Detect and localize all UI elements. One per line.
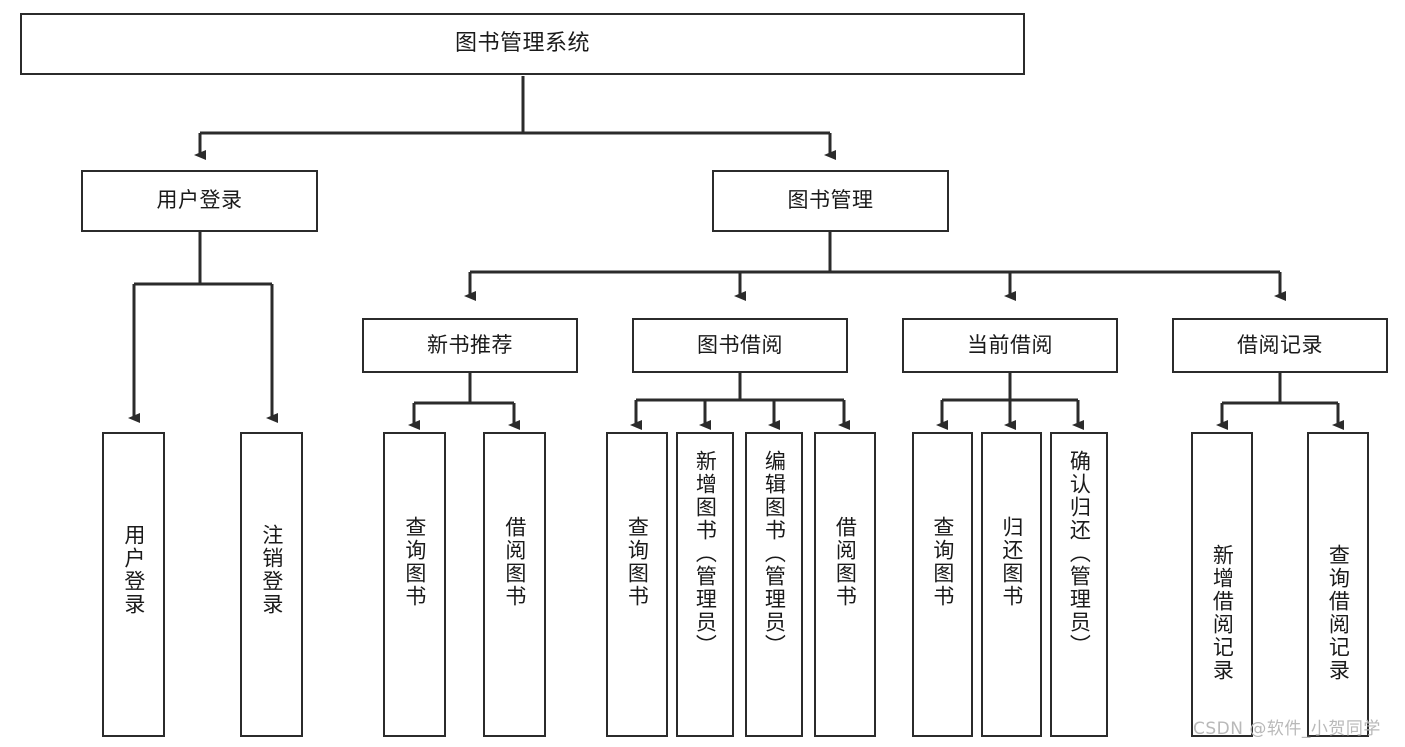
node-label: 查询图书 [930,516,955,608]
csdn-watermark: CSDN @软件_小贺同学 [1193,719,1381,739]
node-book-borrow[interactable]: 图书借阅 [632,318,848,373]
leaf-user-login[interactable]: 用户登录 [102,432,165,737]
node-new-book-recommendation[interactable]: 新书推荐 [362,318,578,373]
leaf-borrow-book-new-rec[interactable]: 借阅图书 [483,432,546,737]
leaf-confirm-return-admin[interactable]: 确认归还（管理员） [1050,432,1108,737]
node-label: 编辑图书（管理员） [762,450,787,657]
leaf-user-logout[interactable]: 注销登录 [240,432,303,737]
node-label: 图书管理系统 [454,30,590,56]
node-label: 借阅记录 [1237,332,1323,357]
node-label: 新增图书（管理员） [693,450,718,657]
node-label: 当前借阅 [967,332,1053,357]
leaf-borrow-book-borrow[interactable]: 借阅图书 [814,432,876,737]
node-label: 查询图书 [402,516,427,608]
leaf-query-book-borrow[interactable]: 查询图书 [606,432,668,737]
node-label: 归还图书 [999,516,1024,608]
leaf-query-book-current[interactable]: 查询图书 [912,432,973,737]
leaf-edit-book-admin[interactable]: 编辑图书（管理员） [745,432,803,737]
node-label: 借阅图书 [502,516,527,608]
node-label: 查询借阅记录 [1326,544,1351,682]
leaf-add-borrow-record[interactable]: 新增借阅记录 [1191,432,1253,737]
node-current-borrow[interactable]: 当前借阅 [902,318,1118,373]
leaf-query-borrow-record[interactable]: 查询借阅记录 [1307,432,1369,737]
node-label: 用户登录 [121,524,146,616]
node-user-login[interactable]: 用户登录 [81,170,318,232]
leaf-add-book-admin[interactable]: 新增图书（管理员） [676,432,734,737]
node-label: 图书管理 [787,188,874,213]
node-label: 确认归还（管理员） [1067,450,1092,657]
node-label: 用户登录 [156,188,243,213]
node-root-book-management-system[interactable]: 图书管理系统 [20,13,1025,75]
node-label: 查询图书 [625,516,650,608]
leaf-return-book[interactable]: 归还图书 [981,432,1042,737]
node-label: 借阅图书 [833,516,858,608]
leaf-query-book-new-rec[interactable]: 查询图书 [383,432,446,737]
node-label: 新增借阅记录 [1210,544,1235,682]
node-borrow-record[interactable]: 借阅记录 [1172,318,1388,373]
node-label: 新书推荐 [427,332,513,357]
node-label: 注销登录 [259,524,284,616]
node-book-manage[interactable]: 图书管理 [712,170,949,232]
node-label: 图书借阅 [697,332,783,357]
